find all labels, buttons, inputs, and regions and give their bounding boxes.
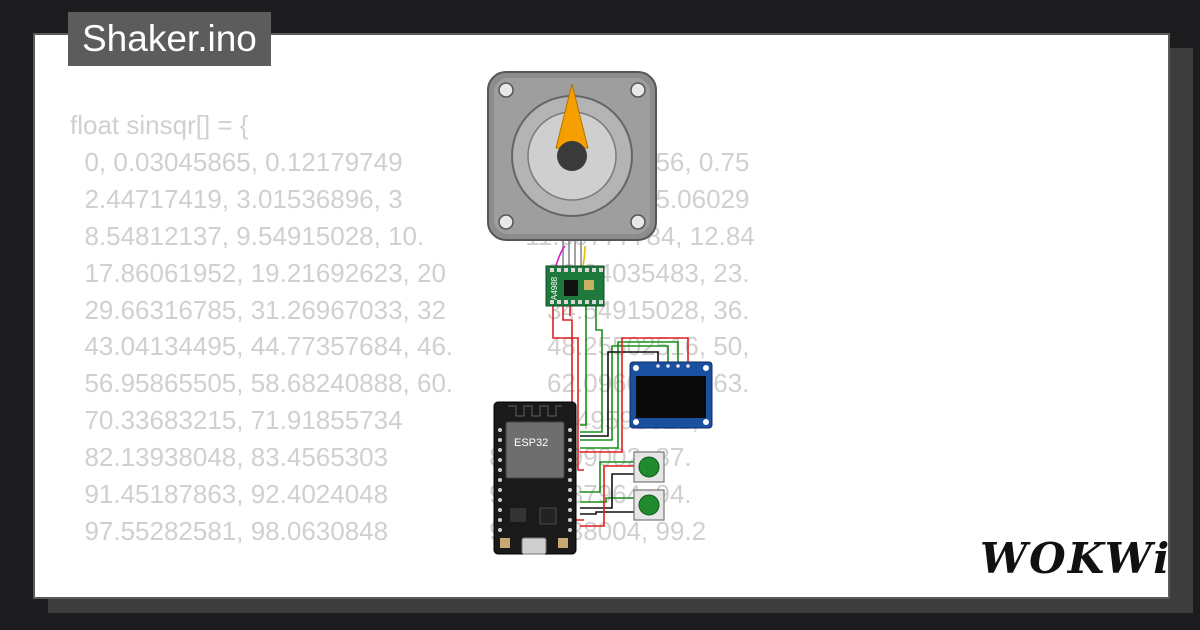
pin bbox=[498, 468, 502, 472]
wire-black bbox=[580, 473, 636, 509]
mount-hole bbox=[703, 365, 709, 371]
wire-green bbox=[580, 461, 636, 493]
pin bbox=[568, 508, 572, 512]
screw-hole bbox=[630, 82, 646, 98]
pin bbox=[585, 268, 589, 272]
wire-green bbox=[580, 345, 669, 441]
pin bbox=[498, 458, 502, 462]
motor-shaft bbox=[557, 141, 587, 171]
wire-red bbox=[580, 465, 636, 527]
esp32-antenna bbox=[508, 405, 562, 417]
pin bbox=[568, 448, 572, 452]
driver-chip bbox=[564, 280, 578, 296]
pin bbox=[578, 300, 582, 304]
oled-display bbox=[629, 361, 713, 429]
pin bbox=[498, 518, 502, 522]
screw-hole bbox=[630, 214, 646, 230]
wire-black bbox=[580, 351, 659, 437]
pin bbox=[557, 268, 561, 272]
screw-hole bbox=[498, 214, 514, 230]
esp32-module bbox=[505, 421, 565, 479]
a4988-driver: A4988 bbox=[545, 265, 605, 307]
push-button bbox=[633, 451, 665, 483]
pin bbox=[550, 268, 554, 272]
esp32-button bbox=[558, 538, 568, 548]
driver-pins bbox=[550, 268, 603, 304]
mcu-label: ESP32 bbox=[514, 437, 548, 449]
pin bbox=[568, 518, 572, 522]
esp32-board: ESP32 bbox=[493, 401, 577, 555]
pin bbox=[568, 468, 572, 472]
wire-yellow bbox=[582, 245, 586, 267]
pin bbox=[585, 300, 589, 304]
screw-hole bbox=[498, 82, 514, 98]
wire-green bbox=[580, 306, 587, 426]
code-line: 56.95865505, 58.68240888, 60. 62.0960947… bbox=[70, 368, 750, 399]
pin bbox=[578, 268, 582, 272]
oled-pin bbox=[686, 364, 690, 368]
wire-green bbox=[580, 497, 636, 503]
wire-black bbox=[580, 511, 636, 515]
pin bbox=[498, 498, 502, 502]
oled-pin bbox=[666, 364, 670, 368]
wire-red bbox=[552, 306, 584, 471]
pin bbox=[498, 448, 502, 452]
pin bbox=[568, 458, 572, 462]
pin bbox=[498, 478, 502, 482]
wire-magenta bbox=[555, 245, 566, 267]
pin bbox=[568, 438, 572, 442]
stepper-motor bbox=[487, 71, 657, 241]
oled-screen bbox=[636, 376, 706, 418]
pin bbox=[568, 528, 572, 532]
driver-potentiometer bbox=[584, 280, 594, 290]
wokwi-logo: WOKWi bbox=[980, 534, 1172, 583]
pin bbox=[498, 508, 502, 512]
wire-green bbox=[580, 341, 679, 449]
mount-hole bbox=[633, 365, 639, 371]
esp32-usb-chip bbox=[539, 507, 557, 525]
pin bbox=[571, 268, 575, 272]
pin bbox=[498, 528, 502, 532]
esp32-regulator bbox=[510, 508, 526, 522]
pin bbox=[564, 268, 568, 272]
pin bbox=[498, 428, 502, 432]
code-line: 29.66316785, 31.26967033, 32 34.54915028… bbox=[70, 294, 750, 325]
push-button bbox=[633, 489, 665, 521]
code-line: float sinsqr[] = { bbox=[70, 110, 249, 140]
pin bbox=[599, 300, 603, 304]
pin bbox=[592, 268, 596, 272]
usb-port bbox=[521, 537, 547, 555]
pin bbox=[592, 300, 596, 304]
mount-hole bbox=[633, 419, 639, 425]
wires bbox=[552, 240, 689, 527]
pin bbox=[564, 300, 568, 304]
pin bbox=[568, 428, 572, 432]
esp32-pins-right bbox=[568, 428, 572, 532]
project-title: Shaker.ino bbox=[68, 12, 271, 66]
pin bbox=[557, 300, 561, 304]
driver-label: A4988 bbox=[550, 276, 559, 300]
oled-pin bbox=[676, 364, 680, 368]
wire-red bbox=[580, 337, 689, 453]
mount-hole bbox=[703, 419, 709, 425]
code-line: 43.04134495, 44.77357684, 46. 48.2550251… bbox=[70, 331, 750, 362]
pin bbox=[498, 438, 502, 442]
button-cap bbox=[638, 494, 660, 516]
pin bbox=[568, 498, 572, 502]
pin bbox=[568, 488, 572, 492]
oled-pin bbox=[656, 364, 660, 368]
pin bbox=[550, 300, 554, 304]
pin bbox=[571, 300, 575, 304]
esp32-button bbox=[500, 538, 510, 548]
pin bbox=[568, 478, 572, 482]
button-cap bbox=[638, 456, 660, 478]
wire-green bbox=[580, 306, 603, 433]
pin bbox=[599, 268, 603, 272]
esp32-pins-left bbox=[498, 428, 502, 532]
pin bbox=[498, 488, 502, 492]
